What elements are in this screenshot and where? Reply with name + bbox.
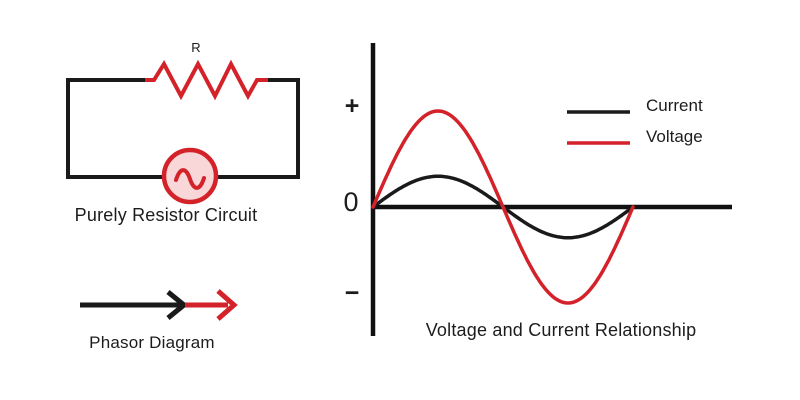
circuit-wires: [66, 78, 300, 179]
resistor-label: R: [191, 40, 201, 55]
y-axis-tick-zero: 0: [343, 187, 359, 217]
y-axis-tick-plus: +: [344, 92, 360, 120]
circuit-diagram: [66, 59, 300, 205]
voltage-phasor-arrowhead-icon: [216, 289, 238, 321]
y-axis-tick-minus: −: [344, 279, 360, 307]
plot-caption: Voltage and Current Relationship: [425, 320, 697, 340]
resistor-zigzag-icon: [145, 59, 268, 101]
phasor-diagram: [80, 289, 238, 321]
phasor-caption: Phasor Diagram: [89, 333, 215, 352]
curve-voltage: [371, 109, 635, 305]
current-phasor-arrowhead-icon: [166, 290, 188, 320]
waveform-curves: [371, 109, 635, 305]
legend-label-current: Current: [646, 96, 703, 115]
legend-label-voltage: Voltage: [646, 127, 703, 146]
waveform-plot: [370, 43, 732, 336]
ac-sine-symbol-icon: [174, 168, 206, 190]
circuit-caption: Purely Resistor Circuit: [74, 205, 258, 225]
